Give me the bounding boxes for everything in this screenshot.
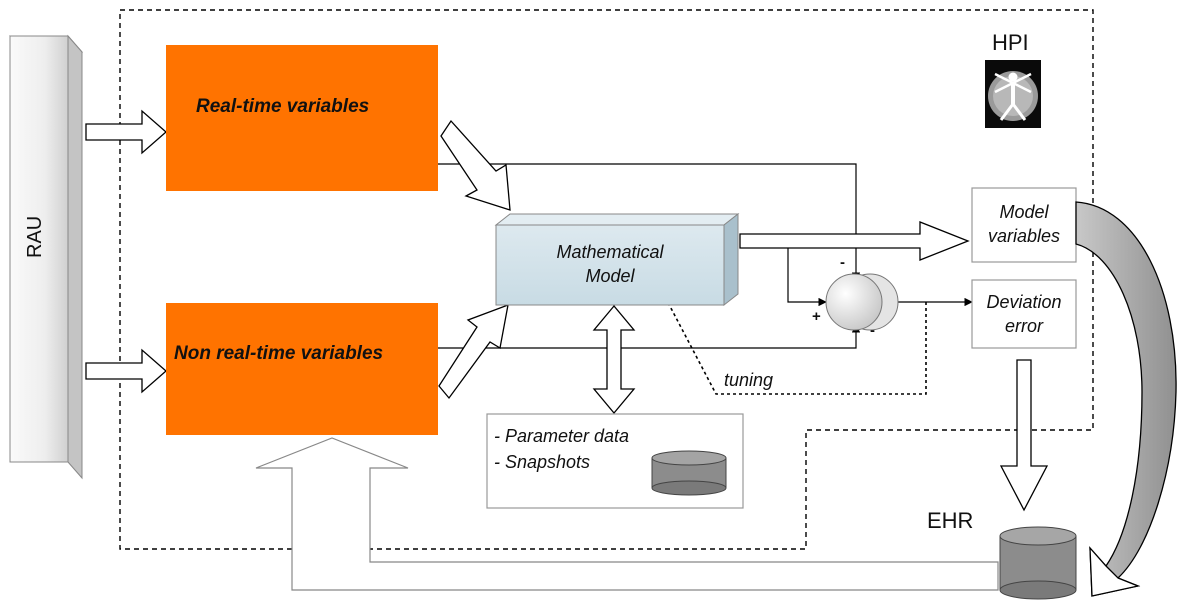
- arrow-nonrealtime-to-model: [438, 303, 509, 400]
- ehr-database-icon: [999, 526, 1077, 600]
- model-variables-label: Model variables: [972, 200, 1076, 248]
- arrow-rau-to-nonrealtime: [85, 348, 167, 394]
- deviation-error-line2: error: [1004, 316, 1043, 336]
- arrow-deviation-to-ehr: [999, 359, 1049, 512]
- non-real-time-box: [166, 303, 438, 435]
- rau-label: RAU: [24, 215, 46, 258]
- feedback-arrow-ehr-to-nonrealtime: [255, 437, 999, 591]
- arrow-rau-to-realtime: [85, 109, 167, 155]
- hpi-vitruvian-logo-icon: [985, 60, 1041, 128]
- comparator-sign-bottom: -: [870, 322, 875, 339]
- line-model-to-comparator: [787, 240, 827, 307]
- real-time-variables-label: Real-time variables: [196, 96, 370, 117]
- mathematical-model-line2: Model: [585, 266, 635, 286]
- deviation-error-line1: Deviation: [986, 292, 1062, 312]
- non-real-time-variables-label: Non real-time variables: [174, 343, 384, 364]
- parameter-data-label: - Parameter data: [494, 426, 630, 446]
- rau-bar: [8, 34, 84, 480]
- deviation-error-label: Deviation error: [972, 290, 1076, 338]
- comparator-node: [825, 273, 899, 331]
- snapshots-label: - Snapshots: [494, 452, 591, 472]
- database-cylinder-icon: [651, 450, 727, 496]
- real-time-box: [166, 45, 438, 191]
- comparator-sign-top: -: [840, 254, 845, 271]
- line-nonrealtime-to-comparator: [438, 324, 861, 349]
- model-variables-line1: Model: [999, 202, 1049, 222]
- comparator-sign-left: +: [812, 308, 821, 325]
- arrow-model-database-bidirectional: [592, 304, 636, 415]
- curved-arrow-to-ehr: [1075, 201, 1177, 597]
- mathematical-model-label: Mathematical Model: [496, 240, 724, 288]
- mathematical-model-line1: Mathematical: [556, 242, 664, 262]
- mathematical-model-box: [494, 212, 740, 307]
- arrow-model-to-variables: [739, 221, 970, 261]
- model-variables-box: [971, 187, 1077, 263]
- hpi-label: HPI: [992, 30, 1029, 55]
- tuning-label: tuning: [724, 370, 774, 390]
- arrow-realtime-to-model: [440, 119, 511, 211]
- deviation-error-box: [971, 279, 1077, 349]
- model-variables-line2: variables: [987, 226, 1061, 246]
- ehr-label: EHR: [927, 508, 974, 533]
- hpi-boundary: [119, 9, 1094, 550]
